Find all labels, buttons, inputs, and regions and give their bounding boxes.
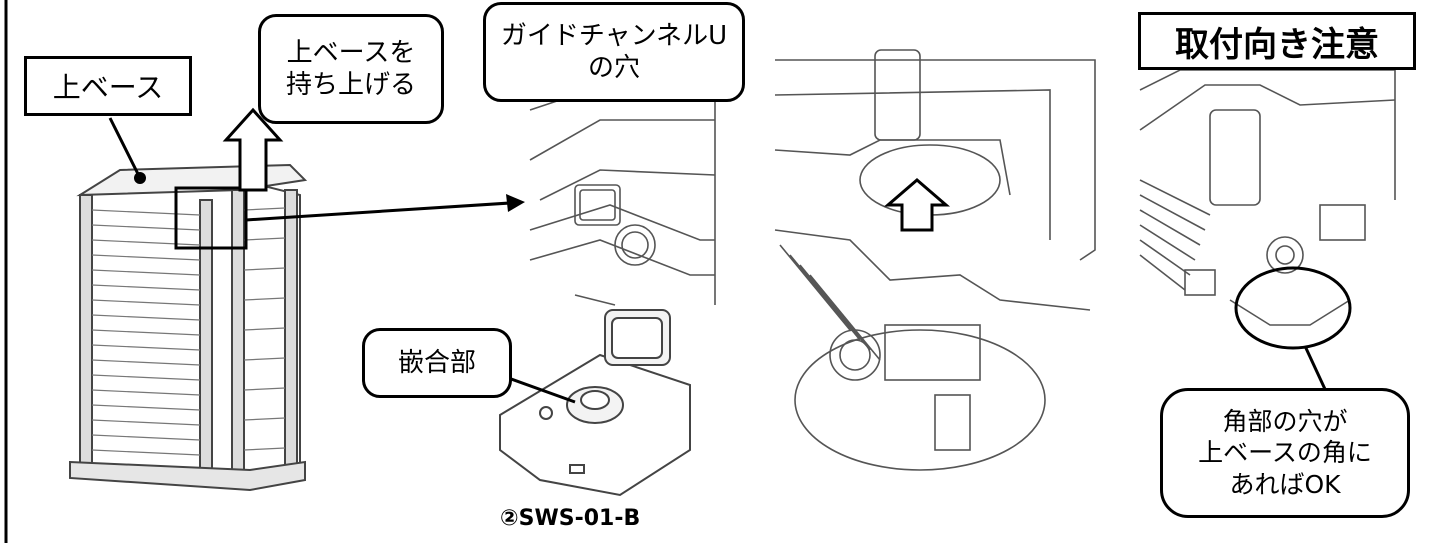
orientation-warning-text: 取付向き注意 bbox=[1175, 24, 1379, 65]
rack-highlight-box bbox=[174, 186, 248, 250]
lift-up-arrow bbox=[222, 107, 284, 192]
corner-hole-text: 角部の穴が 上ベースの角に あればOK bbox=[1198, 407, 1372, 499]
detail-middle-drawing bbox=[774, 49, 1096, 471]
upper-base-dot bbox=[134, 172, 146, 184]
detail-zoom-guide-hole bbox=[529, 99, 716, 306]
orientation-warning-title: 取付向き注意 bbox=[1138, 12, 1416, 70]
part-caption: ②SWS-01-B bbox=[500, 506, 641, 531]
lift-upper-base-text: 上ベースを 持ち上げる bbox=[285, 37, 416, 101]
guide-channel-text: ガイドチャンネルU の穴 bbox=[500, 20, 728, 84]
upper-base-label: 上ベース bbox=[24, 56, 192, 116]
corner-hole-circle bbox=[1234, 266, 1352, 350]
fitting-part-text: 嵌合部 bbox=[397, 347, 476, 378]
fitting-leader bbox=[499, 373, 576, 404]
middle-up-arrow bbox=[883, 178, 951, 232]
rack-drawing bbox=[69, 163, 308, 492]
zoom-arrow-head bbox=[506, 194, 525, 212]
corner-hole-callout: 角部の穴が 上ベースの角に あればOK bbox=[1160, 388, 1410, 518]
zoom-arrow-line bbox=[245, 201, 511, 222]
upper-base-text: 上ベース bbox=[52, 71, 164, 104]
detail-right-drawing bbox=[1139, 69, 1396, 326]
part-sws01b-drawing bbox=[499, 309, 691, 497]
rack-slot-lines bbox=[91, 207, 286, 456]
lift-upper-base-callout: 上ベースを 持ち上げる bbox=[258, 14, 444, 124]
guide-channel-callout: ガイドチャンネルU の穴 bbox=[483, 2, 745, 102]
upper-base-leader bbox=[108, 117, 142, 179]
fitting-part-callout: 嵌合部 bbox=[362, 328, 512, 398]
